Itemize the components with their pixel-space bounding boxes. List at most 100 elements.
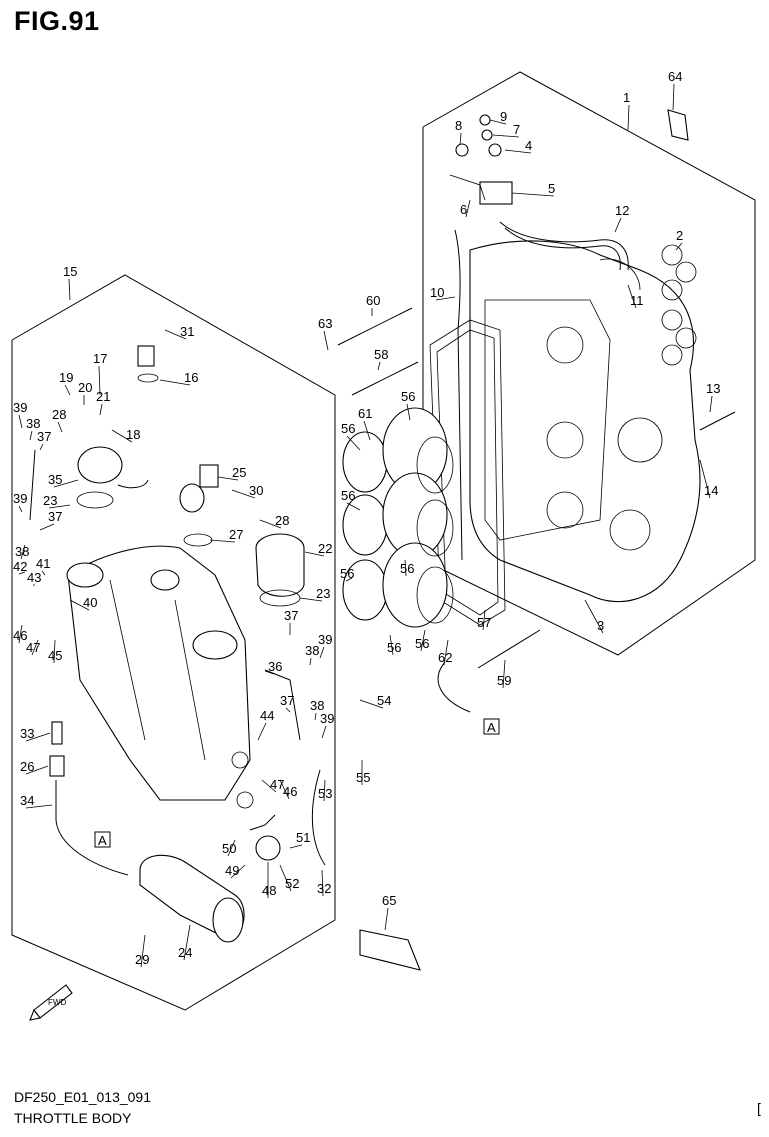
leader-line — [321, 725, 327, 739]
leader-line — [345, 577, 353, 582]
fwd-arrow: FWD — [29, 984, 73, 1021]
part-number-label: 32 — [317, 881, 331, 896]
part-number-label: 22 — [318, 541, 332, 556]
part-number-label: 19 — [59, 370, 73, 385]
part-number-label: 9 — [500, 109, 507, 124]
part-number-label: 11 — [630, 293, 644, 308]
sensor-5-assembly — [449, 114, 513, 205]
leader-line — [699, 459, 711, 499]
leader-line — [346, 435, 361, 451]
leader-line — [359, 699, 384, 709]
leader-line — [183, 924, 191, 961]
leader-line — [264, 670, 275, 675]
leader-line — [346, 502, 361, 511]
hose-34 — [49, 721, 129, 876]
part-number-label: 56 — [341, 421, 355, 436]
fwd-label: FWD — [48, 998, 66, 1007]
leader-line — [48, 504, 71, 509]
part-number-label: 18 — [126, 427, 140, 442]
hose-10 — [454, 229, 463, 561]
part-number-label: 60 — [366, 293, 380, 308]
leader-line — [502, 659, 506, 689]
leader-line — [29, 430, 33, 441]
part-number-label: 36 — [268, 659, 282, 674]
leader-line — [492, 134, 520, 138]
part-number-label: 47 — [270, 777, 284, 792]
ref-a-left: A — [94, 831, 111, 848]
part-number-label: 23 — [316, 586, 330, 601]
part-number-label: 26 — [20, 759, 34, 774]
part-number-label: 31 — [180, 324, 194, 339]
leader-line — [257, 722, 267, 741]
part-number-label: 46 — [13, 628, 27, 643]
figure-title: FIG.91 — [14, 6, 100, 36]
part-number-label: 13 — [706, 381, 720, 396]
part-number-label: 20 — [78, 380, 92, 395]
part-number-label: 39 — [13, 400, 27, 415]
part-number-label: 30 — [249, 483, 263, 498]
leader-line — [627, 284, 637, 309]
leader-line — [69, 599, 90, 611]
leader-line — [18, 505, 23, 513]
part-number-label: 4 — [525, 138, 532, 153]
leader-line — [231, 489, 256, 499]
leader-line — [279, 864, 292, 892]
leader-line — [675, 242, 683, 251]
part-number-label: 38 — [310, 698, 324, 713]
part-number-label: 45 — [48, 648, 62, 663]
part-number-label: 41 — [36, 556, 50, 571]
leader-line — [53, 639, 56, 664]
leader-line — [406, 403, 411, 421]
part-number-label: 16 — [184, 370, 198, 385]
leader-line — [25, 765, 49, 775]
leader-line — [709, 395, 713, 413]
long-bolts — [337, 307, 736, 669]
leader-line — [25, 804, 53, 809]
part-number-label: 5 — [548, 181, 555, 196]
part-number-label: 46 — [283, 784, 297, 799]
part-number-label: 15 — [63, 264, 77, 279]
leader-line — [209, 539, 236, 543]
sensor-25 — [179, 464, 219, 547]
hose-12 — [499, 221, 629, 271]
figure-code: DF250_E01_013_091 — [14, 1089, 152, 1105]
leader-line — [389, 634, 394, 656]
leader-line — [299, 597, 323, 602]
leader-line — [377, 361, 381, 371]
leader-line — [309, 657, 312, 666]
leader-line — [404, 559, 407, 577]
part-labels: 1234567891011121314151617181920212223232… — [13, 69, 720, 967]
leader-line — [323, 330, 329, 351]
part-number-label: 61 — [358, 406, 372, 421]
part-number-label: 37 — [37, 429, 51, 444]
leader-line — [159, 379, 191, 386]
part-number-label: 56 — [387, 640, 401, 655]
part-number-label: 28 — [52, 407, 66, 422]
leader-line — [31, 639, 39, 656]
leader-line — [18, 624, 23, 644]
leader-line — [384, 907, 389, 931]
hose-to-a — [437, 661, 471, 713]
part-number-label: 43 — [27, 570, 41, 585]
part-number-label: 49 — [225, 863, 239, 878]
leader-line — [323, 779, 326, 802]
part-number-label: 56 — [340, 566, 354, 581]
sticker-65 — [359, 929, 421, 971]
part-number-label: 54 — [377, 693, 391, 708]
corner-mark: [ — [757, 1100, 761, 1116]
part-number-label: 59 — [497, 673, 511, 688]
part-number-label: 42 — [13, 559, 27, 574]
leader-line — [504, 149, 532, 154]
part-number-label: 55 — [356, 770, 370, 785]
leader-line — [39, 523, 55, 531]
clip-64 — [667, 109, 689, 141]
part-number-label: 34 — [20, 793, 34, 808]
part-number-label: 38 — [26, 416, 40, 431]
part-number-label: 37 — [48, 509, 62, 524]
figure-caption: THROTTLE BODY — [14, 1110, 132, 1126]
leader-line — [111, 429, 133, 443]
part-number-label: 51 — [296, 830, 310, 845]
part-number-label: 63 — [318, 316, 332, 331]
pipe-22 — [255, 533, 305, 607]
